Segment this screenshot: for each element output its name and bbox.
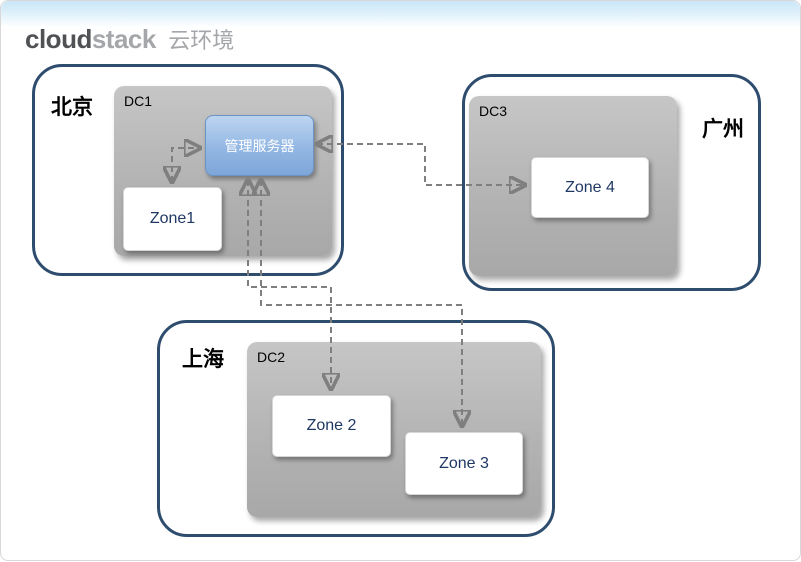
region-shanghai-label: 上海 [182,348,224,371]
logo-stack-text: stack [91,24,157,54]
region-guangzhou-label: 广州 [702,118,744,141]
zone1-node: Zone1 [123,187,222,251]
zone3-node: Zone 3 [405,432,523,495]
top-sky-banner [1,1,800,27]
cloudstack-logo: cloudstack 云环境 [25,23,234,55]
management-server-node: 管理服务器 [205,115,314,176]
dc2-label: DC2 [257,349,286,365]
logo-cloud-text: cloud [25,24,92,54]
region-beijing-label: 北京 [51,96,93,119]
dc3-label: DC3 [479,103,508,119]
zone4-node: Zone 4 [531,157,649,218]
dc1-label: DC1 [124,93,153,109]
zone2-node: Zone 2 [272,395,391,457]
page-title: 云环境 [168,28,235,53]
